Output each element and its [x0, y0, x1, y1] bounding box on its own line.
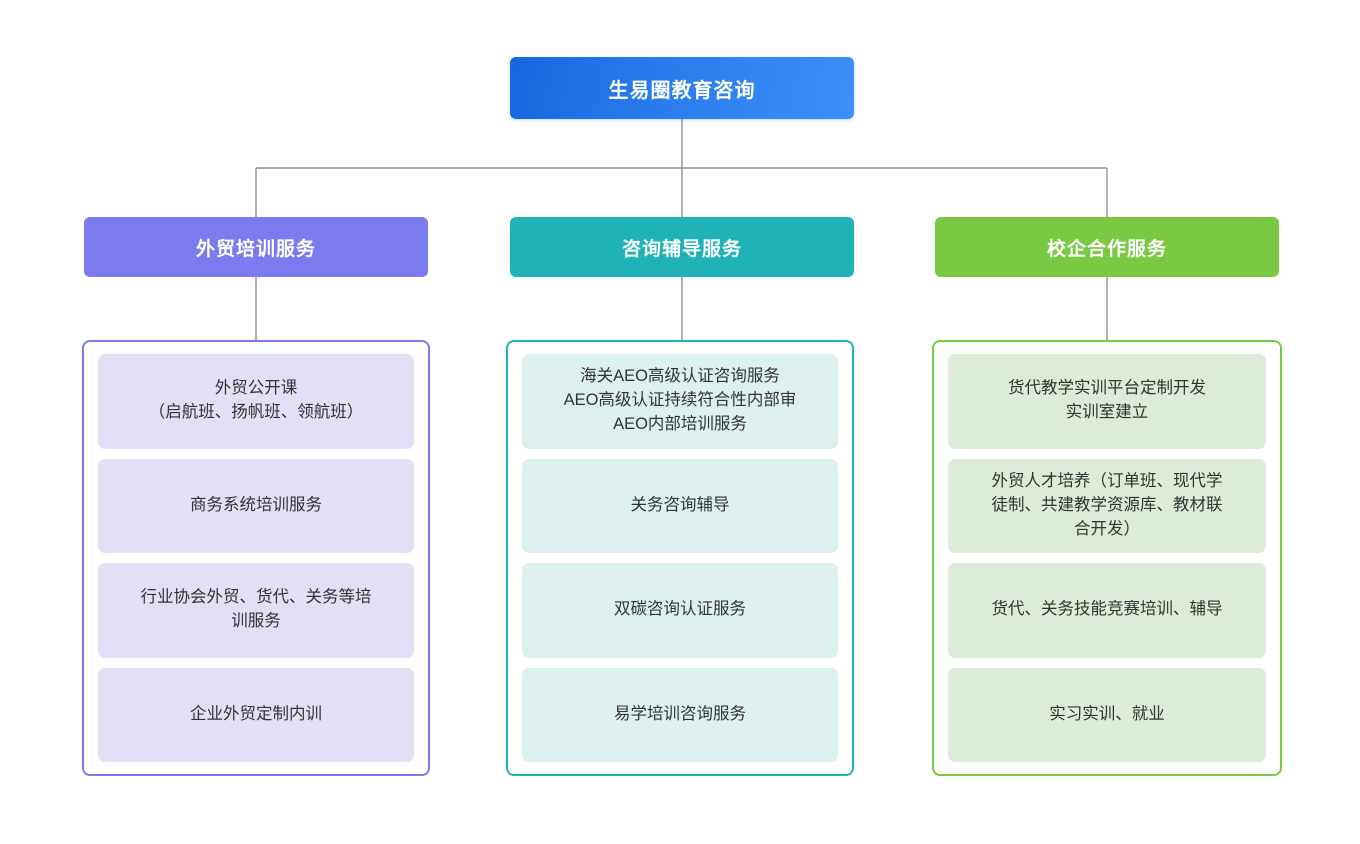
- list-item[interactable]: 外贸公开课 （启航班、扬帆班、领航班）: [98, 354, 414, 449]
- list-item[interactable]: 易学培训咨询服务: [522, 667, 838, 762]
- column-header-consulting[interactable]: 咨询辅导服务: [510, 217, 854, 277]
- column-container-school-enterprise: 货代教学实训平台定制开发 实训室建立 外贸人才培养（订单班、现代学 徒制、共建教…: [932, 340, 1282, 776]
- list-item[interactable]: 企业外贸定制内训: [98, 667, 414, 762]
- column-header-training[interactable]: 外贸培训服务: [84, 217, 428, 277]
- list-item[interactable]: 关务咨询辅导: [522, 458, 838, 553]
- list-item[interactable]: 货代、关务技能竞赛培训、辅导: [948, 563, 1266, 658]
- list-item[interactable]: 行业协会外贸、货代、关务等培 训服务: [98, 563, 414, 658]
- root-node-label: 生易圈教育咨询: [608, 79, 756, 102]
- list-item[interactable]: 外贸人才培养（订单班、现代学 徒制、共建教学资源库、教材联 合开发）: [948, 458, 1266, 553]
- list-item[interactable]: 商务系统培训服务: [98, 458, 414, 553]
- list-item[interactable]: 双碳咨询认证服务: [522, 563, 838, 658]
- column-container-training: 外贸公开课 （启航班、扬帆班、领航班） 商务系统培训服务 行业协会外贸、货代、关…: [82, 340, 430, 776]
- column-header-label: 外贸培训服务: [195, 238, 316, 260]
- column-header-label: 校企合作服务: [1046, 238, 1167, 260]
- list-item[interactable]: 实习实训、就业: [948, 667, 1266, 762]
- column-header-school-enterprise[interactable]: 校企合作服务: [935, 217, 1279, 277]
- list-item[interactable]: 海关AEO高级认证咨询服务 AEO高级认证持续符合性内部审 AEO内部培训服务: [522, 354, 838, 449]
- root-node[interactable]: 生易圈教育咨询: [510, 57, 854, 119]
- list-item[interactable]: 货代教学实训平台定制开发 实训室建立: [948, 354, 1266, 449]
- column-header-label: 咨询辅导服务: [621, 238, 742, 260]
- column-container-consulting: 海关AEO高级认证咨询服务 AEO高级认证持续符合性内部审 AEO内部培训服务 …: [506, 340, 854, 776]
